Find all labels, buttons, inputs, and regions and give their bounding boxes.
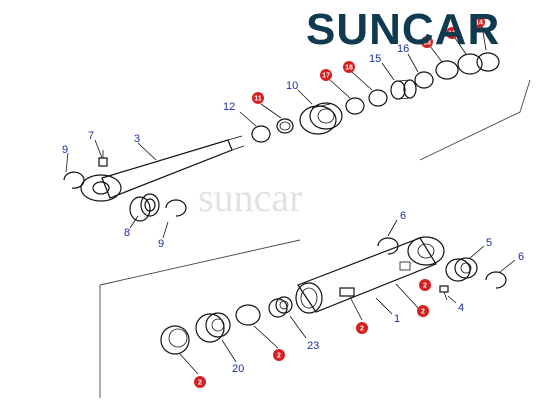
tube-bushing (445, 257, 478, 282)
callout-20: 20 (232, 363, 244, 375)
ring-11-upper (276, 118, 294, 134)
callout-6-upper: 6 (400, 210, 406, 222)
red-callout-11: 11 (446, 27, 458, 39)
callout-4: 4 (458, 302, 464, 314)
red-callout-13: 13 (421, 36, 433, 48)
bolt (439, 285, 449, 301)
red-callout-17: 17 (320, 69, 332, 81)
snap-ring-right (165, 199, 187, 217)
svg-text:2: 2 (198, 380, 202, 387)
svg-text:2: 2 (360, 326, 364, 333)
snap-ring-6-upper (377, 237, 399, 255)
callout-7: 7 (88, 130, 94, 142)
cylinder-tube (295, 236, 445, 314)
svg-text:18: 18 (345, 65, 353, 72)
ring-11 (457, 53, 483, 75)
callout-5: 5 (486, 237, 492, 249)
svg-text:11: 11 (254, 96, 262, 103)
seal-20 (160, 325, 190, 355)
snap-ring-left (63, 171, 85, 189)
callout-1: 1 (394, 313, 400, 325)
red-callout-2-seal: 2 (194, 376, 206, 388)
red-callout-14: 14 (473, 16, 485, 28)
callout-23: 23 (307, 340, 319, 352)
collar-23 (268, 296, 293, 318)
ring-lower (235, 304, 261, 326)
svg-text:2: 2 (421, 309, 425, 316)
svg-text:17: 17 (322, 73, 330, 80)
ring-12 (251, 125, 271, 143)
rod-bushing (129, 193, 160, 222)
red-callout-2-ring: 2 (273, 349, 285, 361)
svg-text:14: 14 (475, 20, 483, 27)
callout-9-right: 9 (158, 238, 164, 250)
red-callout-2-fitting: 2 (419, 279, 431, 291)
ring-16 (414, 71, 434, 89)
ring-13 (435, 60, 459, 80)
callout-6-right: 6 (518, 251, 524, 263)
red-callout-11-upper: 11 (252, 92, 264, 104)
svg-text:11: 11 (448, 31, 456, 38)
callout-10: 10 (286, 80, 298, 92)
tube-grease-fitting (339, 287, 355, 297)
callout-15: 15 (369, 53, 381, 65)
callout-12: 12 (223, 101, 235, 113)
red-callout-2-bolt: 2 (417, 305, 429, 317)
red-callout-2-tube: 2 (356, 322, 368, 334)
cylinder-head-gland (299, 102, 343, 135)
bushing-20 (195, 312, 231, 343)
upper-frame-line (419, 79, 531, 161)
callout-8: 8 (124, 227, 130, 239)
svg-text:2: 2 (277, 353, 281, 360)
brand-logo: SUNCAR (306, 5, 501, 54)
piston (390, 79, 417, 100)
piston-rod (80, 135, 245, 202)
ring-14 (476, 52, 500, 72)
callout-16: 16 (397, 43, 409, 55)
lower-frame-line-2 (99, 239, 301, 286)
watermark: suncar (198, 175, 303, 220)
svg-text:13: 13 (423, 40, 431, 47)
callout-3: 3 (134, 133, 140, 145)
ring-near-gland (345, 97, 365, 115)
ring-17 (368, 89, 388, 107)
svg-text:2: 2 (423, 283, 427, 290)
grease-fitting (98, 150, 108, 167)
red-callout-18: 18 (343, 61, 355, 73)
callout-9-left: 9 (62, 144, 68, 156)
leader-lines (65, 25, 516, 375)
snap-ring-6-right (485, 271, 507, 289)
